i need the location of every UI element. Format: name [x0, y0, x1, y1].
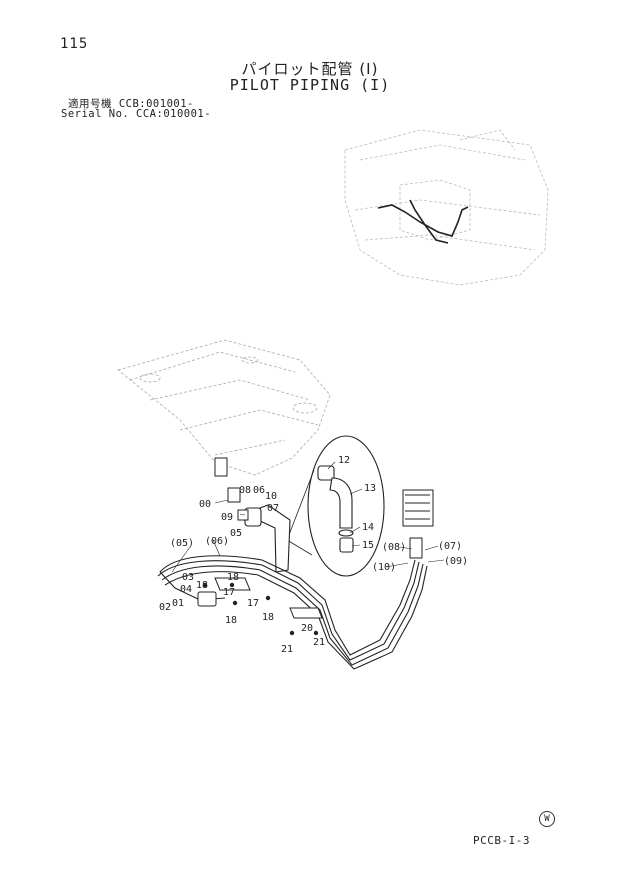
callout-21a: 21	[281, 644, 293, 655]
callout-labels: 12 13 14 15 00 08 06 10 09 07 05 (05) (0…	[159, 455, 468, 655]
locator-highlight-pipes	[377, 199, 469, 244]
serial-range-japanese: 適用号機 CCB:001001-	[68, 98, 194, 110]
callout-02: 02	[159, 602, 171, 613]
callout-07-parenthetical: (07)	[438, 541, 462, 552]
callout-13: 13	[364, 483, 376, 494]
callout-05-parenthetical: (05)	[170, 538, 194, 549]
elbow-fitting	[244, 504, 291, 573]
callout-00: 00	[199, 499, 211, 510]
callout-04: 04	[180, 584, 192, 595]
callout-08: 08	[239, 485, 251, 496]
callout-06-parenthetical: (06)	[205, 536, 229, 547]
w-symbol: W	[539, 811, 555, 827]
serial-range-english: Serial No. CCA:010001-	[61, 108, 212, 120]
callout-05: 05	[230, 528, 242, 539]
callout-18a: 18	[196, 580, 208, 591]
machine-locator-view	[344, 129, 549, 286]
callout-20: 20	[301, 623, 313, 634]
callout-17b: 17	[247, 598, 259, 609]
control-valve-left	[214, 457, 249, 521]
callout-09-parenthetical: (09)	[444, 556, 468, 567]
callout-14: 14	[362, 522, 374, 533]
leader-lines	[171, 461, 445, 573]
callout-09: 09	[221, 512, 233, 523]
callout-21b: 21	[313, 637, 325, 648]
callout-12: 12	[338, 455, 350, 466]
callout-10: 10	[265, 491, 277, 502]
page-title-english: PILOT PIPING (I)	[229, 76, 391, 94]
callout-03: 03	[182, 572, 194, 583]
callout-18c: 18	[225, 615, 237, 626]
callout-15: 15	[362, 540, 374, 551]
callout-18d: 18	[262, 612, 274, 623]
callout-17a: 17	[223, 587, 235, 598]
pilot-hose-bundle	[157, 555, 428, 670]
callout-07: 07	[267, 503, 279, 514]
hose-brackets	[197, 577, 323, 619]
catalog-page-code: PCCB-I-3	[473, 834, 530, 847]
callout-10-parenthetical: (10)	[372, 562, 396, 573]
bolts	[202, 582, 319, 636]
floor-plate-outline	[117, 339, 331, 476]
page-title-japanese: パイロット配管 (I)	[241, 60, 379, 78]
detail-parts	[317, 465, 354, 553]
pilot-valve-right	[402, 489, 434, 559]
callout-08-parenthetical: (08)	[382, 542, 406, 553]
callout-18b: 18	[227, 572, 239, 583]
callout-06: 06	[253, 485, 265, 496]
detail-circle	[286, 435, 385, 577]
page-number: 115	[60, 36, 89, 52]
callout-01: 01	[172, 598, 184, 609]
